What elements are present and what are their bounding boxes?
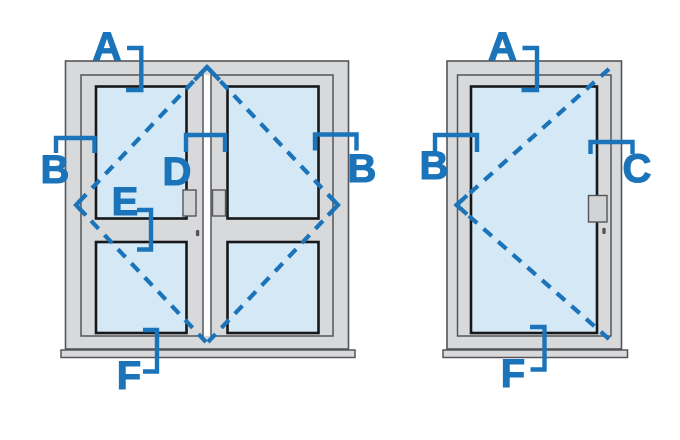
- label-bracket-a: [126, 45, 144, 93]
- label-a: A: [488, 25, 517, 69]
- opening-line-top-arm: [455, 67, 611, 207]
- left-window-opening-direction-lines: [73, 63, 341, 344]
- right-window: A B C F: [419, 24, 652, 396]
- label-b-left: B: [41, 148, 70, 192]
- opening-line-left-sash-bottom-arm: [74, 203, 208, 344]
- left-window: A B B D E F: [40, 24, 377, 398]
- left-window-label-brackets: [53, 45, 359, 374]
- opening-apex-left-edge: [453, 193, 469, 216]
- label-b: B: [420, 144, 449, 188]
- left-window-glass-bottom-left: [94, 240, 188, 335]
- label-bracket-a: [521, 45, 540, 93]
- left-window-handle-right: [211, 189, 227, 217]
- opening-line-left-sash-top-arm: [74, 65, 209, 207]
- label-f: F: [117, 354, 141, 398]
- label-bracket-d: [183, 132, 228, 152]
- right-window-handle: [587, 194, 608, 223]
- right-window-sill: [442, 349, 629, 359]
- label-bracket-b-left: [53, 135, 97, 153]
- label-bracket-f: [530, 324, 547, 372]
- right-window-glass: [469, 85, 599, 335]
- label-d: D: [163, 150, 192, 194]
- opening-apex-right-edge: [326, 193, 341, 217]
- opening-line-right-sash-bottom-arm: [206, 203, 340, 344]
- label-b-right: B: [348, 147, 377, 191]
- opening-line-bottom-arm: [455, 203, 611, 341]
- label-bracket-b-right: [312, 132, 359, 151]
- left-window-center-gap: [202, 75, 212, 336]
- label-e: E: [112, 180, 139, 224]
- label-a: A: [93, 25, 122, 69]
- left-window-keyhole-icon: [195, 229, 200, 237]
- label-f: F: [501, 352, 525, 396]
- right-window-opening-direction-lines: [453, 67, 611, 341]
- label-c: C: [623, 147, 652, 191]
- left-window-sill: [60, 349, 356, 359]
- label-bracket-b: [432, 132, 480, 152]
- left-window-handle-left: [182, 189, 197, 217]
- right-window-label-brackets: [432, 45, 635, 372]
- opening-line-right-sash-top-arm: [205, 65, 340, 207]
- right-window-keyhole-icon: [602, 227, 606, 235]
- opening-apex-left-edge: [73, 193, 88, 217]
- left-window-glass-top-right: [226, 85, 320, 220]
- label-bracket-e: [137, 207, 154, 252]
- left-window-glass-bottom-right: [226, 240, 320, 335]
- label-bracket-f: [143, 327, 160, 374]
- opening-apex-top-center: [192, 63, 222, 82]
- label-bracket-c: [588, 139, 635, 154]
